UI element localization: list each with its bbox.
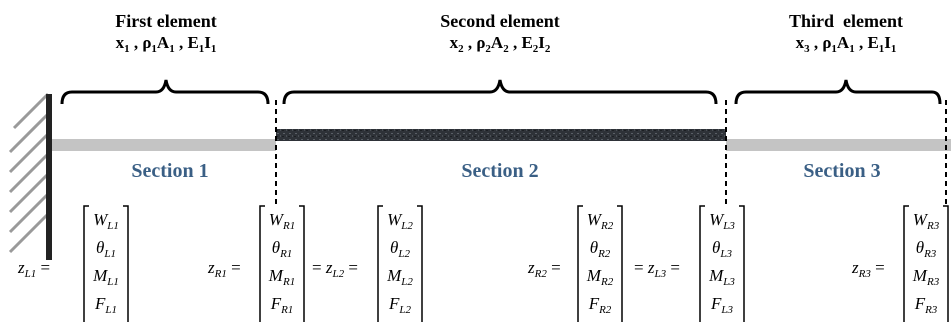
bracket-left bbox=[259, 205, 265, 322]
bracket-right bbox=[417, 205, 423, 322]
vector-entry: FR1 bbox=[270, 294, 294, 316]
z-label-R1: zR1 = bbox=[208, 258, 241, 280]
vector-entry: WL3 bbox=[709, 210, 735, 232]
beam-section-2 bbox=[276, 129, 726, 141]
bracket-left bbox=[577, 205, 583, 322]
section-label-3: Section 3 bbox=[803, 160, 881, 182]
beam-section-1 bbox=[52, 139, 276, 151]
header-title: First element bbox=[115, 11, 217, 31]
bracket-right bbox=[299, 205, 305, 322]
header-params: x3 , ρ1A1 , E1I1 bbox=[795, 33, 897, 55]
bracket-right bbox=[123, 205, 129, 322]
vector-entry: θR2 bbox=[589, 238, 611, 260]
header-params: x2 , ρ2A2 , E2I2 bbox=[449, 33, 551, 55]
header-params: x1 , ρ1A1 , E1I1 bbox=[115, 33, 217, 55]
vector-entry: FL2 bbox=[388, 294, 411, 316]
brace-2 bbox=[282, 79, 718, 105]
matrix-brackets bbox=[83, 205, 949, 322]
vector-entry: MR1 bbox=[268, 266, 296, 288]
z-label-L2: = zL2 = bbox=[312, 258, 358, 280]
vector-entry: θL3 bbox=[712, 238, 732, 260]
vector-entry: θL1 bbox=[96, 238, 116, 260]
beam-section-3 bbox=[726, 139, 951, 151]
bracket-right bbox=[739, 205, 745, 322]
vector-entry: FR3 bbox=[914, 294, 938, 316]
vector-entry: MR2 bbox=[586, 266, 614, 288]
vector-entry: ML3 bbox=[709, 266, 735, 288]
bracket-right bbox=[943, 205, 949, 322]
section-label-1: Section 1 bbox=[131, 160, 209, 182]
vector-entry: WL1 bbox=[93, 210, 119, 232]
vector-entry: θR1 bbox=[271, 238, 293, 260]
vector-entry: FL3 bbox=[710, 294, 733, 316]
header-third-element: Third element x3 , ρ1A1 , E1I1 bbox=[766, 10, 926, 60]
vector-entry: ML2 bbox=[387, 266, 413, 288]
vector-entry: WR2 bbox=[586, 210, 614, 232]
vector-entry: θR3 bbox=[915, 238, 937, 260]
fixed-wall bbox=[8, 92, 52, 260]
header-second-element: Second element x2 , ρ2A2 , E2I2 bbox=[410, 10, 590, 60]
header-title: Second element bbox=[440, 11, 560, 31]
z-label-L3: = zL3 = bbox=[634, 258, 680, 280]
vector-entry: WR3 bbox=[912, 210, 940, 232]
section-label-2: Section 2 bbox=[461, 160, 539, 182]
z-label-R3: zR3 = bbox=[852, 258, 885, 280]
bracket-left bbox=[903, 205, 909, 322]
vector-entry: WL2 bbox=[387, 210, 413, 232]
header-title: Third element bbox=[789, 11, 903, 31]
z-label-L1: zL1 = bbox=[18, 258, 51, 280]
bracket-left bbox=[699, 205, 705, 322]
header-first-element: First element x1 , ρ1A1 , E1I1 bbox=[86, 10, 246, 60]
vector-entry: FL1 bbox=[94, 294, 117, 316]
vector-entry: θL2 bbox=[390, 238, 410, 260]
vector-entry: ML1 bbox=[93, 266, 119, 288]
vector-entry: WR1 bbox=[268, 210, 296, 232]
z-label-R2: zR2 = bbox=[528, 258, 561, 280]
brace-3 bbox=[734, 79, 942, 105]
vector-entry: MR3 bbox=[912, 266, 940, 288]
brace-1 bbox=[60, 79, 270, 105]
bracket-left bbox=[377, 205, 383, 322]
bracket-left bbox=[83, 205, 89, 322]
vector-entry: FR2 bbox=[588, 294, 612, 316]
bracket-right bbox=[617, 205, 623, 322]
